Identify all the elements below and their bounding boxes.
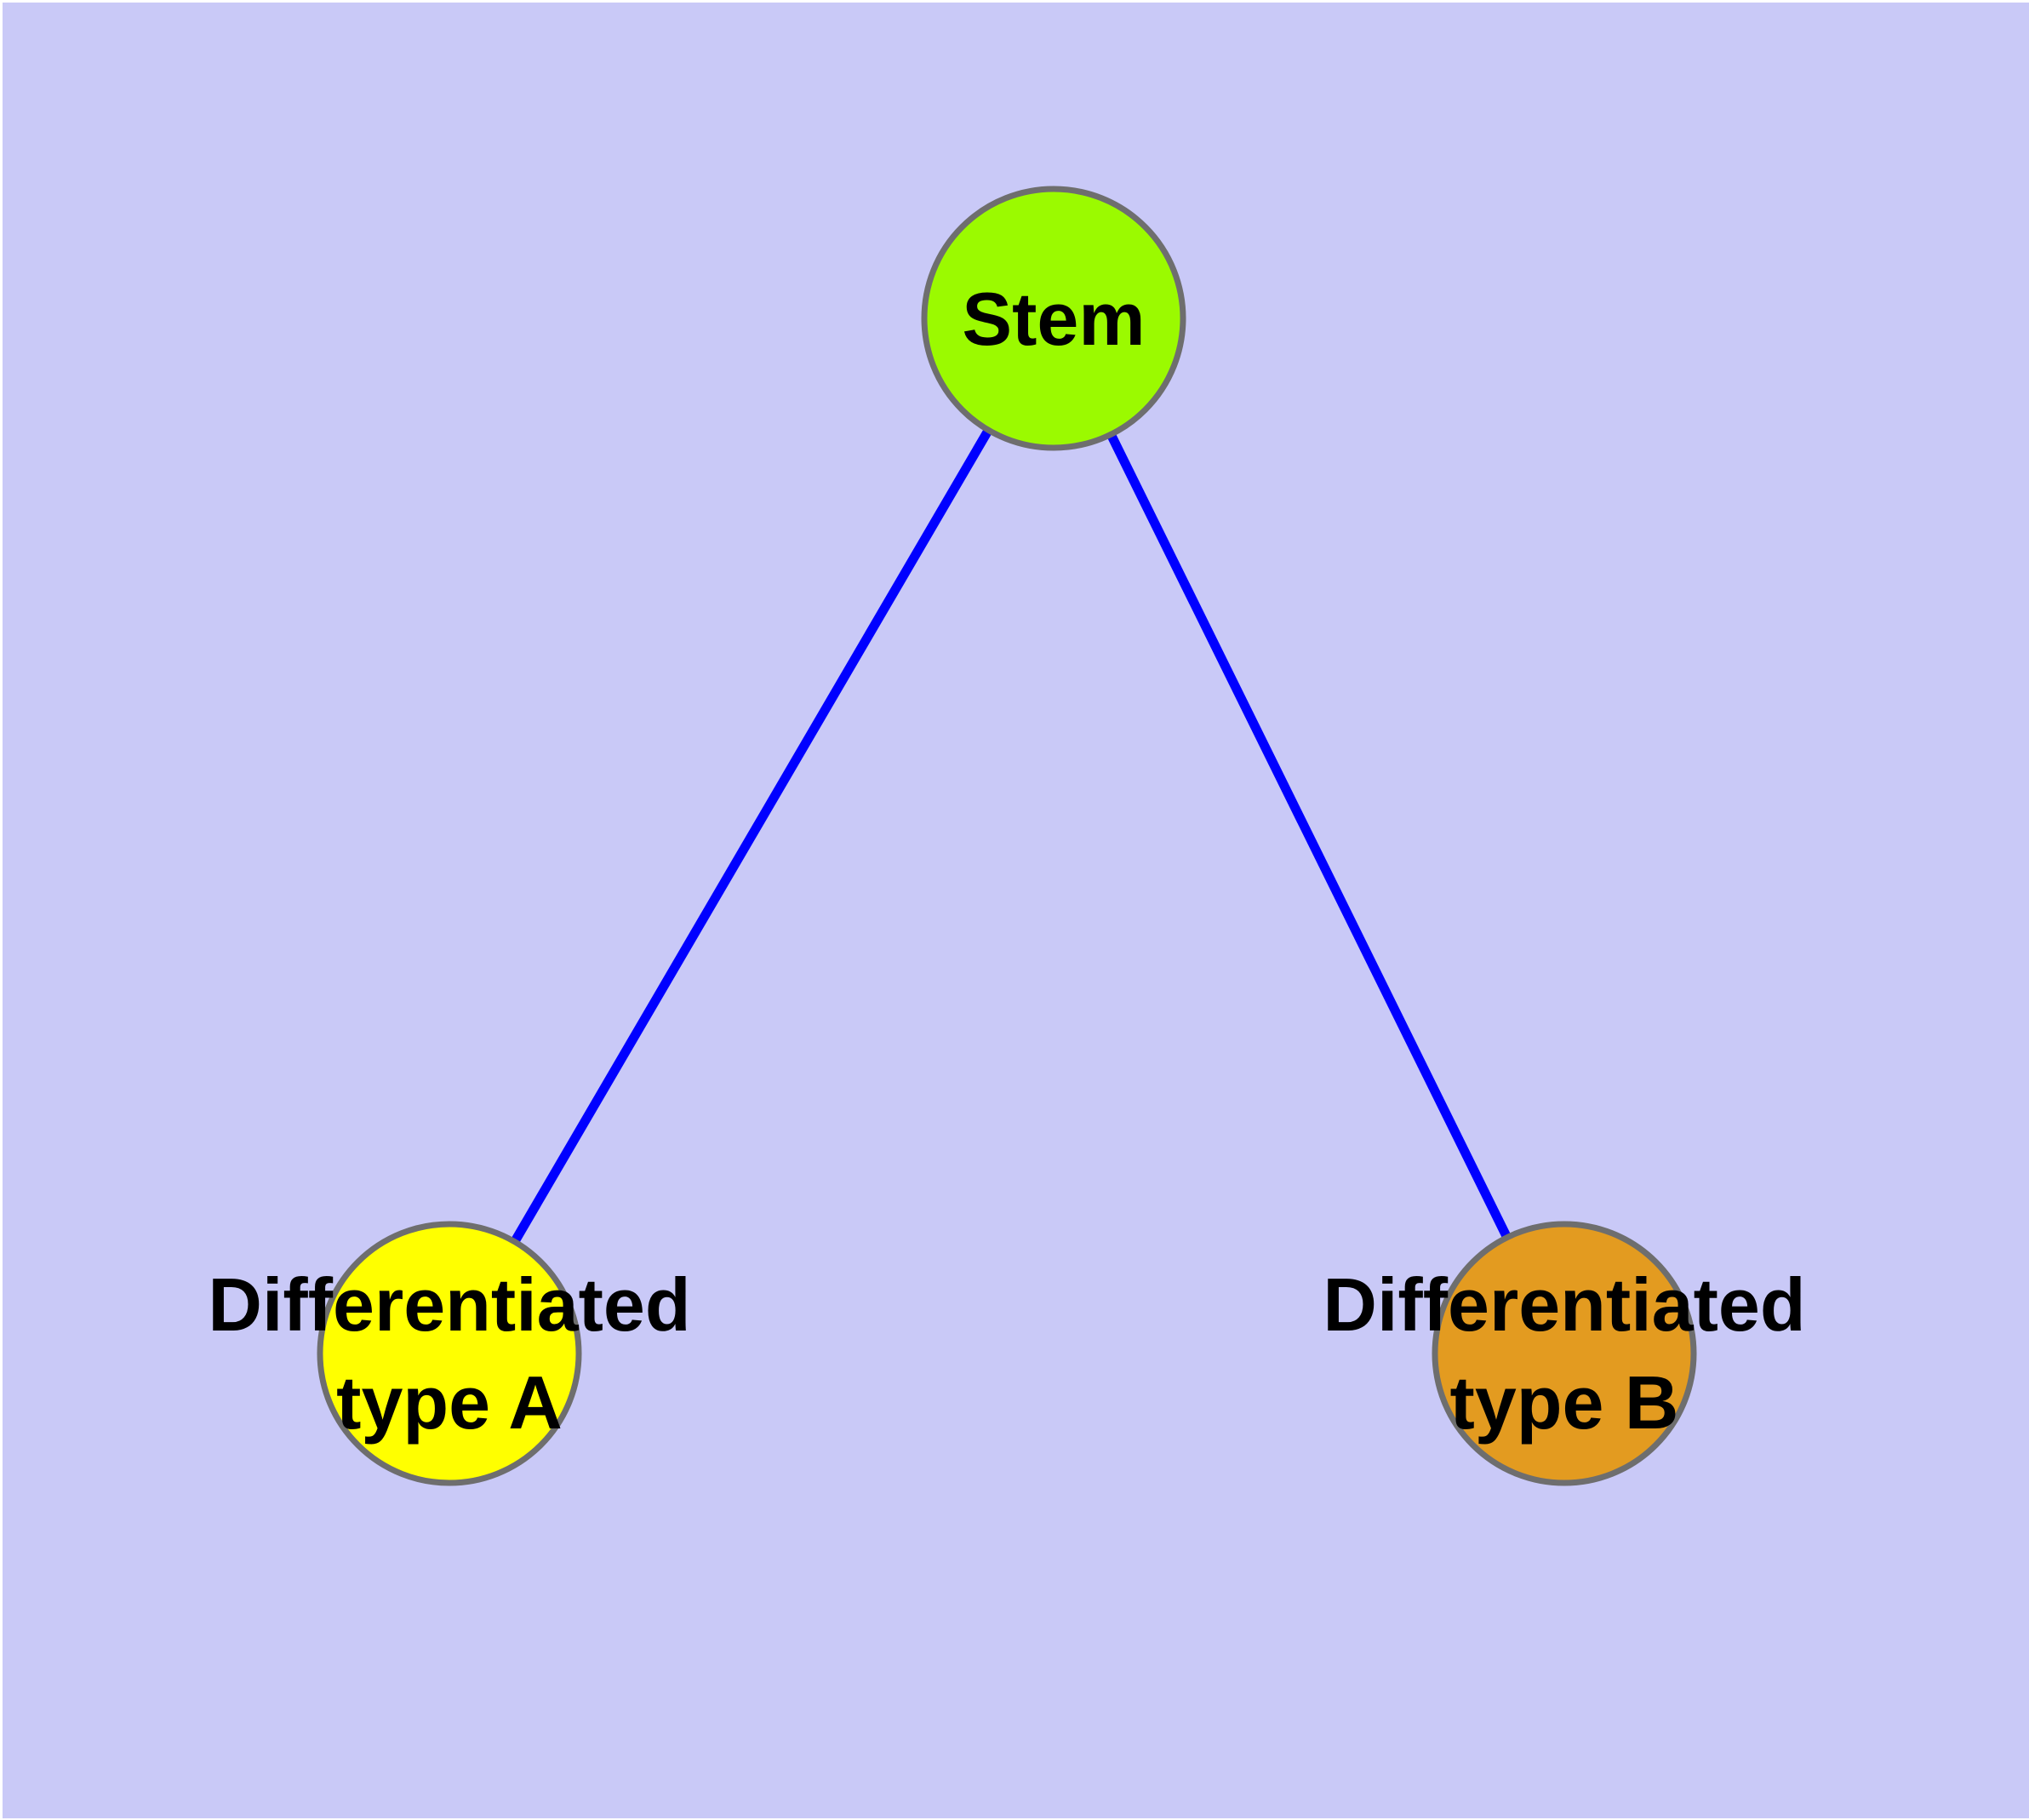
node-type-b-label-line1: Differentiated [1323, 1262, 1805, 1347]
edge-stem-to-type-a [445, 316, 1058, 1356]
edge-stem-to-type-b [1049, 316, 1569, 1356]
node-type-b-label-line2: type B [1450, 1360, 1679, 1445]
node-differentiated-type-a [317, 1221, 582, 1486]
node-type-a-label-line2: type A [336, 1360, 563, 1445]
node-stem-label: Stem [962, 277, 1145, 361]
node-stem [921, 186, 1186, 451]
node-type-a-label-line1: Differentiated [208, 1262, 690, 1347]
node-differentiated-type-b [1432, 1221, 1697, 1486]
